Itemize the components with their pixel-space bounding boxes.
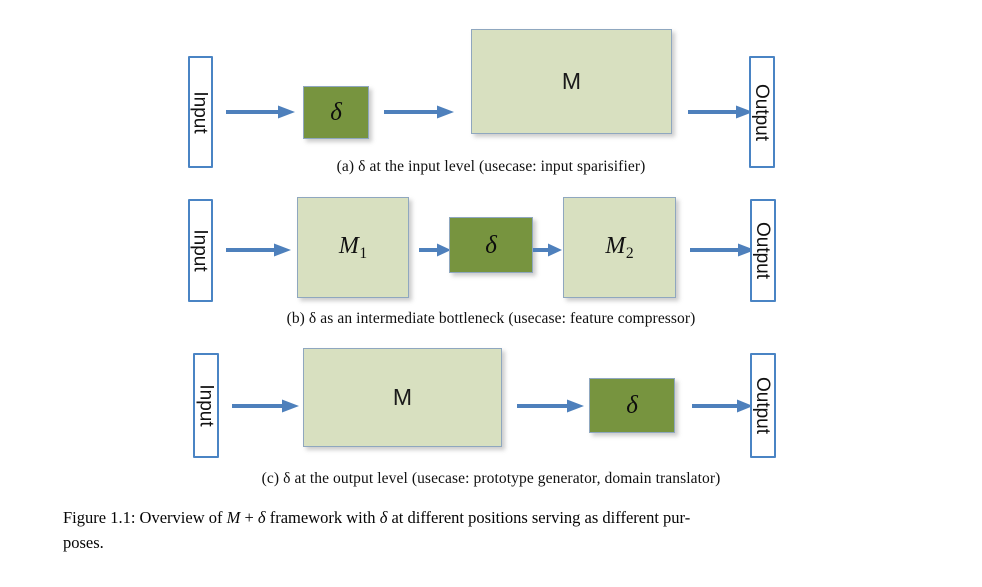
arrow-model1-to-delta-b: [419, 243, 452, 257]
diagram-row-b: Input M1 δ M2: [0, 195, 982, 302]
arrow-model2-to-output-b: [690, 243, 756, 257]
figure-caption-math-m: M: [226, 508, 241, 527]
delta-label-a: δ: [330, 99, 342, 126]
subcaption-c: (c) δ at the output level (usecase: prot…: [0, 470, 982, 488]
diagram-row-a: Input δ M Output: [0, 26, 982, 168]
model-1-letter: M: [338, 232, 359, 259]
arrow-input-to-delta-a: [226, 105, 296, 119]
arrow-delta-to-output-c: [692, 399, 754, 413]
model-2-letter: M: [605, 232, 626, 259]
figure-caption-math-delta-1: δ: [257, 508, 266, 527]
input-label-b: Input: [190, 229, 212, 272]
arrow-model-to-delta-c: [517, 399, 585, 413]
arrow-input-to-model1-b: [226, 243, 292, 257]
diagram-row-c: Input M δ Output: [0, 345, 982, 458]
arrow-delta-to-model2-b: [533, 243, 563, 257]
model-1-label-b: M1: [339, 234, 367, 261]
output-box-b: Output: [750, 199, 776, 302]
subcaption-a: (a) δ at the input level (usecase: input…: [0, 158, 982, 176]
model-2-subscript: 2: [625, 244, 634, 262]
figure-caption-text-3: framework with: [265, 508, 380, 527]
output-label-b: Output: [752, 221, 774, 280]
arrow-model-to-output-a: [688, 105, 754, 119]
subcaption-c-text: (c) δ at the output level (usecase: prot…: [261, 470, 721, 487]
figure-caption: Figure 1.1: Overview of M + δ framework …: [63, 505, 919, 555]
figure-caption-math-delta-2: δ: [379, 508, 388, 527]
delta-box-a: δ: [303, 86, 369, 139]
model-box-c: M: [303, 348, 502, 447]
figure-caption-text-1: Overview of: [135, 508, 227, 527]
model-1-subscript: 1: [359, 244, 368, 262]
model-2-label-b: M2: [605, 234, 633, 261]
input-label-c: Input: [195, 384, 217, 427]
delta-box-b: δ: [449, 217, 533, 273]
subcaption-b-text: (b) δ as an intermediate bottleneck (use…: [286, 310, 696, 327]
figure-caption-text-5: poses.: [63, 533, 104, 552]
figure-caption-number: Figure 1.1:: [63, 508, 136, 527]
input-label-a: Input: [190, 90, 212, 134]
input-box-c: Input: [193, 353, 219, 458]
model-label-a: M: [561, 68, 582, 94]
subcaption-a-text: (a) δ at the input level (usecase: input…: [336, 158, 646, 175]
delta-box-c: δ: [589, 378, 675, 433]
model-box-2-b: M2: [563, 197, 676, 298]
arrow-delta-to-model-a: [384, 105, 455, 119]
output-box-a: Output: [749, 56, 775, 168]
model-box-1-b: M1: [297, 197, 409, 298]
output-label-c: Output: [752, 376, 774, 435]
figure-caption-text-2: +: [240, 508, 258, 527]
model-label-c: M: [392, 384, 413, 410]
subcaption-b: (b) δ as an intermediate bottleneck (use…: [0, 310, 982, 328]
figure-caption-text-4: at different positions serving as differ…: [387, 508, 691, 527]
input-box-a: Input: [188, 56, 213, 168]
delta-label-c: δ: [626, 392, 638, 419]
model-box-a: M: [471, 29, 672, 134]
output-box-c: Output: [750, 353, 776, 458]
input-box-b: Input: [188, 199, 213, 302]
arrow-input-to-model-c: [232, 399, 300, 413]
output-label-a: Output: [751, 83, 773, 141]
delta-label-b: δ: [485, 231, 497, 259]
